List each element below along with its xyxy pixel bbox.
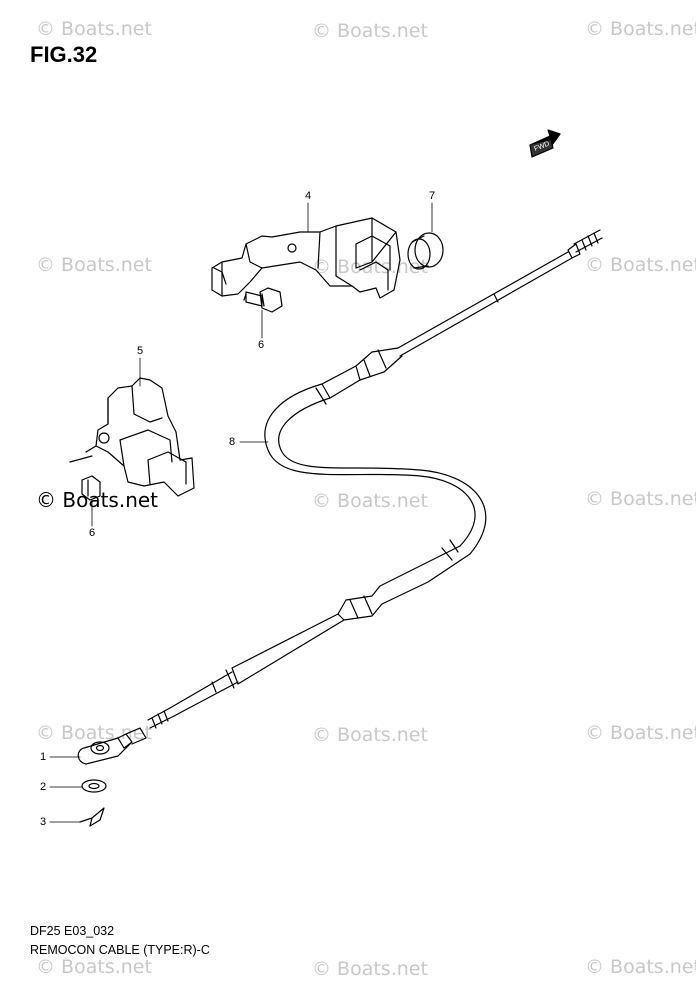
fwd-arrow-icon: FWD: [529, 129, 561, 158]
bolt-lower: [81, 475, 101, 501]
callout-number: 6: [258, 339, 265, 351]
remote-control-cable: [147, 229, 603, 729]
watermark: © Boats.net: [312, 724, 428, 746]
callout-number: 4: [305, 190, 312, 202]
callout-number: 1: [40, 751, 47, 763]
watermark: © Boats.net: [36, 254, 152, 276]
bracket-upper: [211, 217, 401, 299]
watermark: © Boats.net: [585, 18, 696, 40]
callout-number: 7: [429, 190, 436, 202]
callout-number: 8: [229, 436, 236, 448]
watermark: © Boats.net: [312, 256, 428, 278]
watermark: © Boats.net: [585, 254, 696, 276]
bracket-lower: [69, 377, 195, 497]
watermark: © Boats.net: [585, 722, 696, 744]
bolt-upper: [243, 287, 283, 313]
leader-lines: [49, 202, 433, 823]
watermark: © Boats.net: [585, 956, 696, 978]
watermark: © Boats.net: [36, 18, 152, 40]
figure-code: DF25 E03_032: [30, 924, 115, 938]
watermark: © Boats.net: [312, 958, 428, 980]
callout-number: 6: [89, 527, 96, 539]
callout-number: 5: [137, 345, 144, 357]
cotter-pin: [79, 807, 105, 827]
watermark: © Boats.net: [312, 20, 428, 42]
washer: [81, 779, 107, 793]
callout-number: 2: [40, 781, 47, 793]
watermark: © Boats.net: [36, 722, 152, 744]
watermark: © Boats.net: [312, 490, 428, 512]
figure-title: FIG.32: [30, 42, 98, 67]
cable-joint: [77, 727, 147, 765]
grommet: [407, 232, 444, 270]
watermark: © Boats.net: [36, 956, 152, 978]
watermark: © Boats.net: [585, 488, 696, 510]
callout-number: 3: [40, 816, 47, 828]
figure-caption: REMOCON CABLE (TYPE:R)-C: [30, 943, 210, 957]
watermark: © Boats.net: [36, 488, 159, 512]
